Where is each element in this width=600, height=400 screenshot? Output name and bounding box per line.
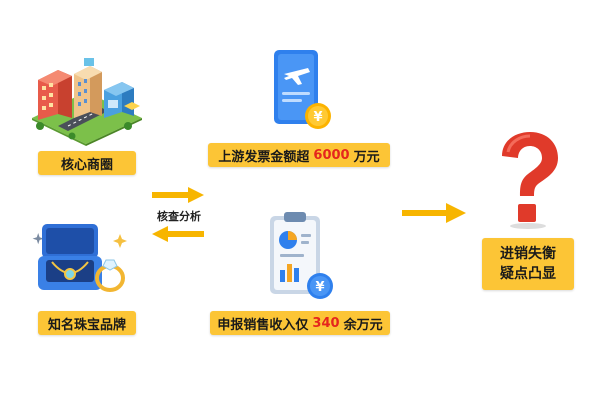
arrow-left-icon bbox=[152, 226, 204, 242]
svg-text:¥: ¥ bbox=[313, 110, 322, 125]
plane-ticket-icon: ¥ bbox=[270, 46, 336, 136]
result-label: 进销失衡 疑点凸显 bbox=[482, 238, 574, 290]
business-district-label: 核心商圈 bbox=[38, 151, 136, 175]
edge-label: 核查分析 bbox=[157, 210, 201, 223]
question-mark-icon bbox=[490, 130, 566, 230]
svg-text:¥: ¥ bbox=[315, 280, 324, 295]
jewelry-brand-label: 知名珠宝品牌 bbox=[38, 311, 136, 335]
clipboard-report-icon: ¥ bbox=[266, 208, 340, 304]
buildings-icon bbox=[28, 56, 146, 146]
arrow-right-icon bbox=[152, 187, 204, 203]
arrow-to-result-icon bbox=[402, 202, 466, 224]
ring-box-icon bbox=[30, 220, 138, 298]
